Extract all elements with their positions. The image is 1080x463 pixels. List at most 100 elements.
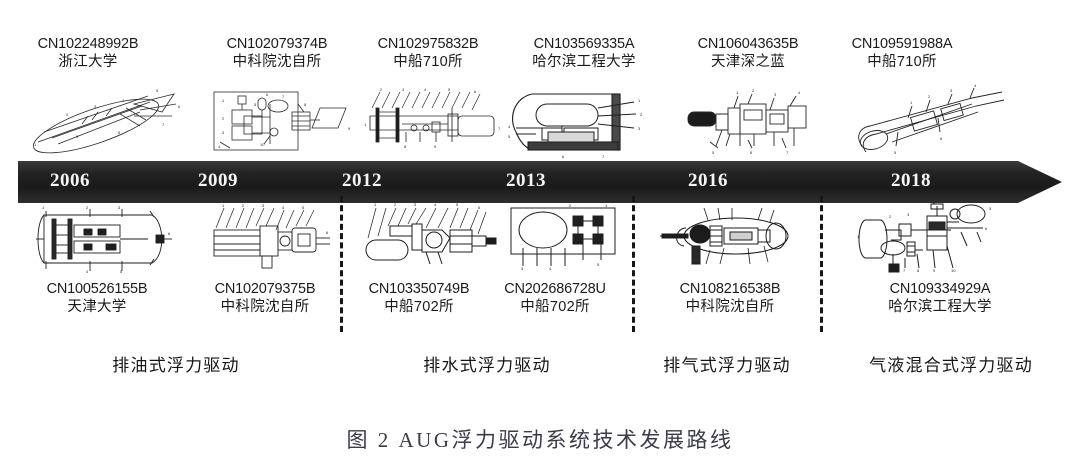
svg-text:2: 2	[889, 214, 892, 219]
svg-text:2: 2	[222, 116, 225, 121]
svg-text:5: 5	[894, 150, 897, 155]
patent-label-below: CN100526155B 天津大学	[27, 281, 167, 316]
group-divider	[820, 196, 823, 332]
svg-text:5: 5	[456, 202, 459, 207]
svg-text:8: 8	[304, 102, 307, 107]
timeline-year: 2006	[50, 170, 90, 191]
svg-text:6: 6	[266, 92, 269, 97]
svg-text:3: 3	[774, 92, 777, 97]
patent-code: CN109591988A	[851, 36, 953, 52]
svg-text:5: 5	[508, 134, 511, 139]
patent-code: CN109334929A	[889, 281, 991, 297]
patent-label-below: CN109334929A 哈尔滨工程大学	[865, 281, 1015, 316]
svg-text:7: 7	[903, 268, 906, 273]
svg-text:3: 3	[521, 266, 524, 271]
patent-label-above: CN109591988A 中船710所	[837, 36, 967, 71]
patent-label-above: CN106043635B 天津深之蓝	[683, 36, 813, 71]
svg-text:5: 5	[120, 269, 123, 273]
svg-text:7: 7	[282, 94, 285, 99]
svg-text:3: 3	[94, 104, 97, 109]
patent-org: 中船710所	[867, 53, 937, 70]
svg-text:3: 3	[950, 88, 953, 93]
svg-text:6: 6	[178, 104, 181, 109]
svg-text:2: 2	[752, 88, 755, 93]
patent-label-below: CN102079375B 中科院沈自所	[195, 281, 335, 316]
svg-text:8: 8	[917, 268, 920, 273]
patent-code: CN102079374B	[226, 36, 328, 52]
patent-label-below: CN202686728U 中船702所	[485, 281, 625, 316]
svg-text:2: 2	[569, 203, 572, 208]
patent-code: CN102975832B	[377, 36, 479, 52]
patent-code: CN106043635B	[697, 36, 799, 52]
patent-org: 中船702所	[520, 298, 590, 315]
svg-text:6: 6	[474, 89, 477, 94]
patent-code: CN108216538B	[679, 281, 781, 297]
patent-org: 中科院沈自所	[232, 53, 322, 70]
patent-label-above: CN102248992B 浙江大学	[23, 36, 153, 71]
svg-text:9: 9	[348, 126, 351, 131]
svg-text:4: 4	[122, 98, 125, 103]
gas-buoyancy-engine-drawing	[658, 206, 808, 272]
svg-text:7: 7	[498, 126, 501, 131]
svg-text:6: 6	[985, 226, 988, 231]
svg-text:7: 7	[602, 154, 605, 159]
group-divider	[340, 196, 343, 332]
timeline-year: 2009	[198, 170, 238, 191]
svg-text:2: 2	[86, 205, 89, 210]
svg-text:7: 7	[786, 150, 789, 155]
category-label: 排油式浮力驱动	[112, 356, 240, 375]
category-label: 排水式浮力驱动	[423, 356, 551, 375]
patent-code: CN202686728U	[504, 281, 606, 297]
svg-text:10: 10	[260, 142, 265, 147]
patent-org: 中科院沈自所	[220, 298, 310, 315]
patent-label-below: CN108216538B 中科院沈自所	[660, 281, 800, 316]
category-label: 气液混合式浮力驱动	[869, 356, 1033, 375]
svg-text:5: 5	[989, 206, 992, 211]
svg-text:2: 2	[380, 87, 383, 92]
svg-text:3: 3	[262, 203, 265, 208]
svg-text:1: 1	[222, 203, 225, 208]
svg-text:4: 4	[424, 87, 427, 92]
svg-text:4: 4	[798, 90, 801, 95]
svg-text:3: 3	[222, 130, 225, 135]
svg-text:6: 6	[940, 136, 943, 141]
svg-text:1: 1	[638, 98, 641, 103]
patent-code: CN103569335A	[533, 36, 635, 52]
svg-text:5: 5	[156, 88, 159, 93]
svg-text:8: 8	[404, 144, 407, 149]
svg-text:5: 5	[712, 150, 715, 155]
svg-text:5: 5	[302, 205, 305, 210]
patent-org: 中船710所	[393, 53, 463, 70]
svg-text:2: 2	[640, 112, 643, 117]
group-divider	[632, 196, 635, 332]
svg-text:1: 1	[857, 234, 860, 239]
svg-text:6: 6	[478, 205, 481, 210]
svg-text:9: 9	[933, 268, 936, 273]
timeline-arrow: 2006 2009 2012 2013 2016 2018	[18, 161, 1062, 203]
svg-text:8: 8	[118, 130, 121, 135]
svg-text:1: 1	[42, 205, 45, 210]
timeline-year: 2012	[342, 170, 382, 191]
svg-text:6: 6	[562, 154, 565, 159]
svg-text:1: 1	[34, 142, 37, 147]
svg-text:2: 2	[242, 203, 245, 208]
svg-text:1: 1	[736, 90, 739, 95]
svg-text:1: 1	[605, 203, 608, 208]
patent-org: 哈尔滨工程大学	[888, 298, 992, 315]
svg-text:7: 7	[162, 122, 165, 127]
patent-code: CN103350749B	[368, 281, 470, 297]
svg-text:3: 3	[402, 87, 405, 92]
svg-text:1: 1	[910, 100, 913, 105]
svg-text:9: 9	[434, 144, 437, 149]
gas-valve-assembly-drawing: 1 2 3 4 5 6 7	[682, 84, 832, 160]
patent-label-above: CN103569335A 哈尔滨工程大学	[514, 36, 654, 71]
svg-text:6: 6	[750, 150, 753, 155]
svg-text:6: 6	[168, 231, 171, 236]
patent-label-above: CN102079374B 中科院沈自所	[212, 36, 342, 71]
